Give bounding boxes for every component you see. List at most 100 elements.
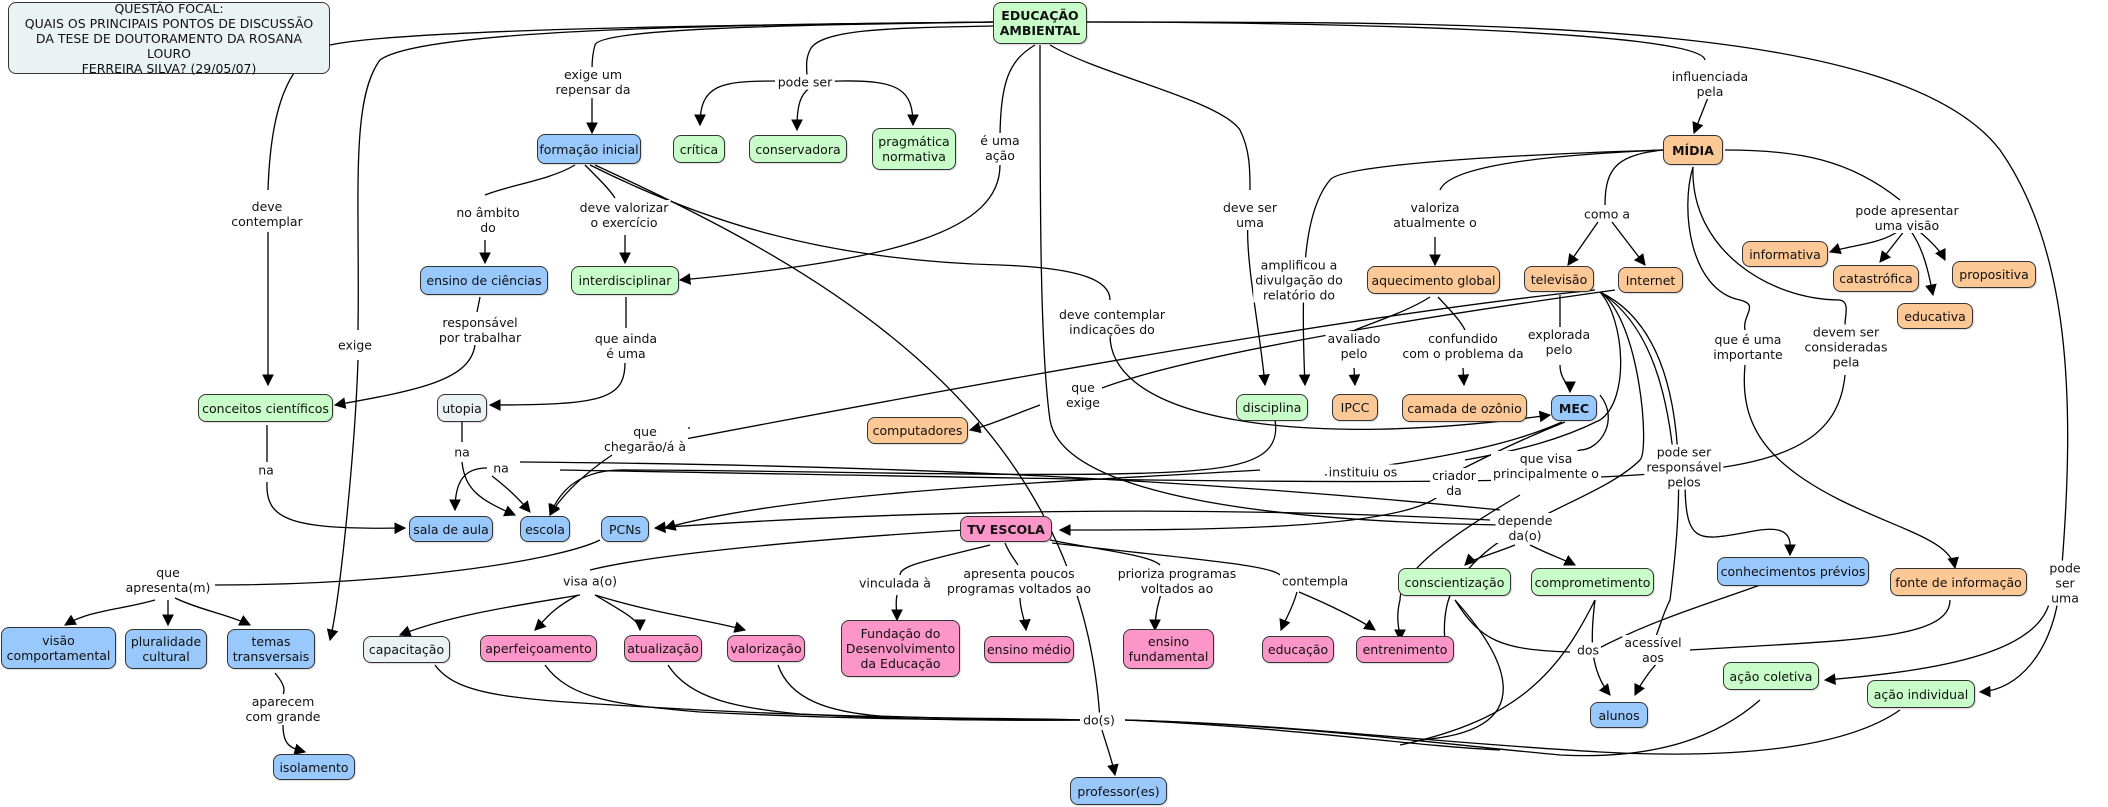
edge: [594, 594, 747, 633]
node-professores[interactable]: professor(es): [1070, 777, 1167, 805]
link-que-exige: que exige: [1064, 380, 1102, 410]
node-educacao-ambiental[interactable]: EDUCAÇÃO AMBIENTAL: [993, 2, 1087, 44]
node-fonte-informacao[interactable]: fonte de informação: [1890, 568, 2027, 596]
node-comprometimento[interactable]: comprometimento: [1531, 568, 1654, 596]
edge: [357, 21, 994, 331]
link-acessivel-aos: acessível aos: [1622, 635, 1684, 665]
link-pode-ser-uma: pode ser uma: [2043, 560, 2087, 606]
edge: [1684, 479, 1796, 557]
link-influenciada-pela: influenciada pela: [1669, 69, 1751, 99]
edge: [1464, 291, 1622, 461]
node-internet[interactable]: Internet: [1618, 267, 1683, 293]
link-deve-ser-uma: deve ser uma: [1220, 200, 1280, 230]
node-disciplina[interactable]: disciplina: [1236, 394, 1308, 421]
edge: [398, 594, 581, 637]
edge: [1529, 544, 1577, 566]
node-educacao[interactable]: educação: [1262, 636, 1334, 663]
edge: [1743, 364, 1959, 570]
node-acao-individual[interactable]: ação individual: [1867, 680, 1975, 708]
node-pcns[interactable]: PCNs: [601, 516, 649, 542]
node-atualizacao[interactable]: atualização: [624, 635, 702, 662]
edge: [1692, 166, 1847, 326]
link-pode-ser: pode ser: [775, 74, 835, 90]
node-conhecimentos-previos[interactable]: conhecimentos prévios: [1717, 557, 1869, 586]
node-ipcc[interactable]: IPCC: [1332, 394, 1378, 421]
node-pragmatica-normativa[interactable]: pragmática normativa: [872, 128, 956, 170]
node-aperfeicoamento[interactable]: aperfeiçoamento: [480, 635, 597, 662]
node-acao-coletiva[interactable]: ação coletiva: [1723, 662, 1819, 690]
edge: [839, 80, 919, 127]
link-que-e-importante: que é uma importante: [1711, 332, 1785, 362]
node-ensino-fundamental[interactable]: ensino fundamental: [1123, 629, 1214, 669]
edge: [1692, 94, 1710, 135]
edge: [484, 164, 576, 196]
node-visao-comportamental[interactable]: visão comportamental: [1, 627, 116, 669]
edge: [999, 44, 1036, 141]
node-entrenimento[interactable]: entrenimento: [1356, 636, 1454, 663]
edge: [461, 461, 517, 517]
node-valorizacao[interactable]: valorização: [727, 635, 805, 662]
edge: [1687, 166, 1751, 331]
node-educativa[interactable]: educativa: [1897, 303, 1973, 329]
link-na-escola: na: [491, 460, 511, 476]
node-computadores[interactable]: computadores: [867, 417, 968, 444]
node-interdisciplinar[interactable]: interdisciplinar: [571, 266, 679, 295]
edge: [1823, 599, 2051, 685]
edge: [214, 539, 601, 586]
node-tv-escola[interactable]: TV ESCOLA: [960, 516, 1052, 542]
node-aquecimento-global[interactable]: aquecimento global: [1367, 266, 1500, 294]
edge: [449, 467, 488, 512]
edge: [326, 359, 359, 642]
node-catastrofica[interactable]: catastrófica: [1833, 265, 1919, 292]
edge: [1019, 597, 1031, 632]
link-que-chegarao: que chegarão/á à: [601, 424, 689, 454]
edge: [694, 80, 776, 127]
edge: [1689, 599, 1951, 651]
node-midia[interactable]: MÍDIA: [1663, 135, 1723, 165]
edge: [549, 454, 613, 517]
edge: [1464, 544, 1516, 566]
node-conceitos-cientificos[interactable]: conceitos científicos: [198, 394, 333, 422]
edge: [1051, 542, 1281, 576]
node-pluralidade-cultural[interactable]: pluralidade cultural: [125, 629, 207, 669]
node-isolamento[interactable]: isolamento: [273, 754, 355, 780]
node-conservadora[interactable]: conservadora: [749, 135, 847, 163]
node-sala-aula[interactable]: sala de aula: [409, 516, 493, 542]
node-alunos[interactable]: alunos: [1590, 702, 1648, 728]
edge: [1086, 21, 2069, 566]
edge: [333, 344, 476, 409]
node-camada-ozonio[interactable]: camada de ozônio: [1402, 394, 1527, 422]
edge: [1039, 44, 1501, 526]
node-formacao-inicial[interactable]: formação inicial: [537, 134, 641, 164]
node-televisao[interactable]: televisão: [1524, 266, 1594, 292]
node-conscientizacao[interactable]: conscientização: [1398, 568, 1511, 596]
edge: [1348, 367, 1361, 387]
edge: [805, 25, 994, 79]
edge: [548, 419, 1277, 517]
edge: [1589, 584, 1761, 654]
node-informativa[interactable]: informativa: [1742, 241, 1828, 267]
link-explorada-pelo: explorada pelo: [1525, 327, 1593, 357]
node-critica[interactable]: crítica: [673, 135, 725, 163]
link-depende: depende da(o): [1495, 513, 1555, 543]
node-mec[interactable]: MEC: [1551, 395, 1597, 421]
node-utopia[interactable]: utopia: [437, 394, 487, 422]
edge: [1084, 289, 1616, 396]
node-capacitacao[interactable]: capacitação: [363, 636, 450, 663]
node-propositiva[interactable]: propositiva: [1952, 261, 2036, 288]
link-deve-valorizar: deve valorizar o exercício: [577, 200, 671, 230]
edge: [1879, 229, 1906, 263]
edge: [1459, 421, 1566, 471]
link-contempla: contempla: [1279, 573, 1351, 589]
node-fundacao[interactable]: Fundação do Desenvolvimento da Educação: [841, 620, 960, 677]
node-ensino-medio[interactable]: ensino médio: [984, 636, 1074, 663]
node-escola[interactable]: escola: [520, 516, 570, 542]
edge: [1611, 221, 1646, 266]
node-ensino-ciencias[interactable]: ensino de ciências: [420, 266, 548, 295]
edge: [1004, 542, 1019, 566]
edge: [1124, 699, 1761, 757]
edge: [777, 664, 1081, 721]
edge: [594, 594, 646, 632]
link-no-ambito-do: no âmbito do: [454, 205, 522, 235]
node-temas-transversais[interactable]: temas transversais: [227, 629, 315, 669]
